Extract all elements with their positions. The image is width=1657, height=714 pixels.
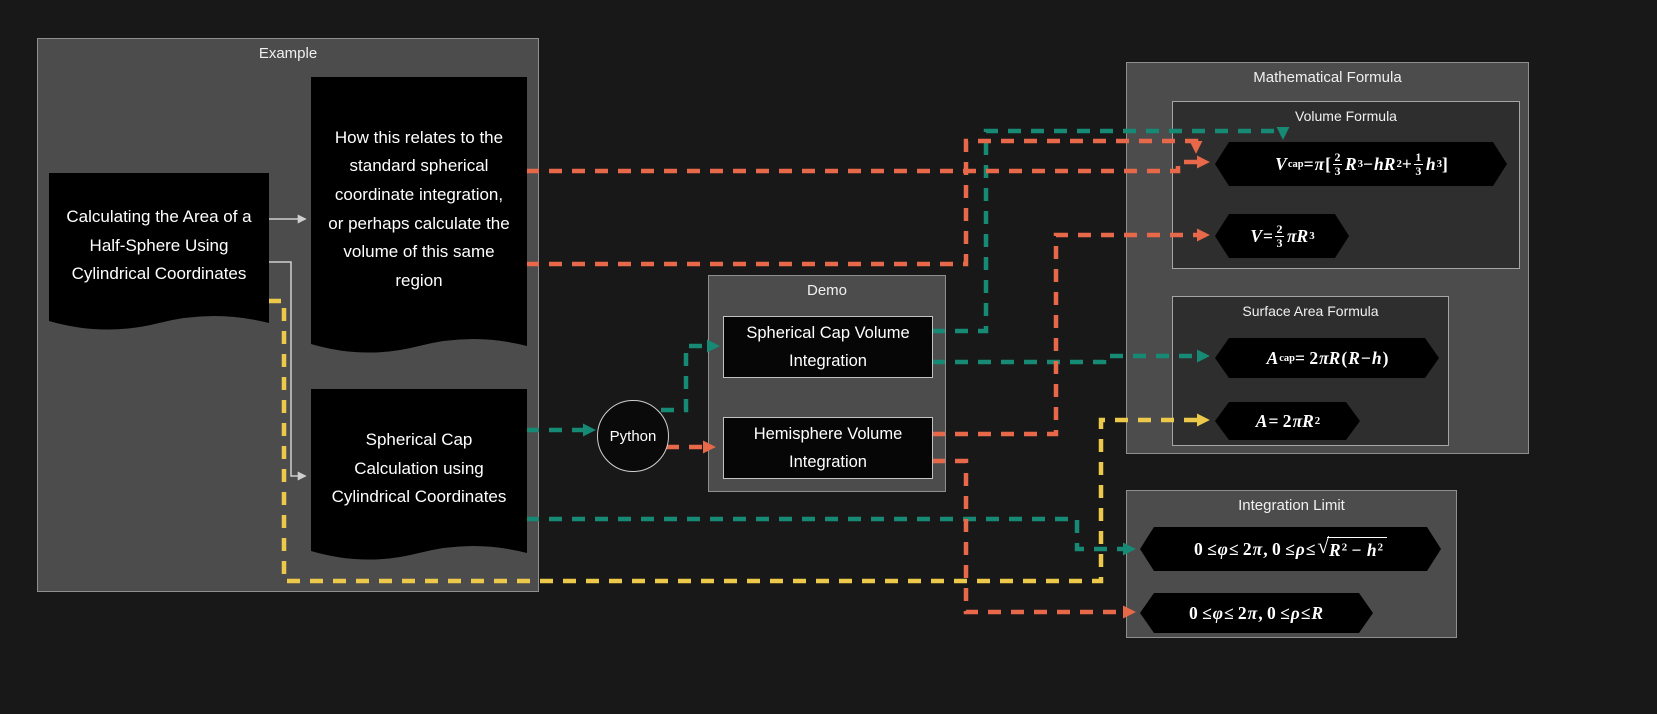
group-integration-limit-title: Integration Limit (1238, 497, 1345, 514)
node-demo-hemisphere: Hemisphere Volume Integration (723, 417, 933, 479)
panel-volume-formula-title: Volume Formula (1295, 108, 1397, 124)
panel-surface-area-formula-title: Surface Area Formula (1242, 303, 1379, 319)
node-python-label: Python (609, 427, 657, 445)
node-cap-calc-label: Spherical Cap Calculation using Cylindri… (331, 430, 507, 507)
node-relates-label: How this relates to the standard spheric… (328, 127, 510, 290)
group-demo: Demo Spherical Cap Volume Integration He… (708, 275, 946, 492)
group-mathematical-formula-title: Mathematical Formula (1253, 69, 1402, 86)
group-demo-title: Demo (806, 282, 847, 299)
node-half-sphere-label: Calculating the Area of a Half-Sphere Us… (66, 207, 252, 284)
node-demo-cap: Spherical Cap Volume Integration (723, 316, 933, 378)
node-half-sphere: Calculating the Area of a Half-Sphere Us… (49, 173, 269, 335)
edge-relates-to-volume-cap-formula (526, 155, 1210, 174)
group-example: Example Calculating the Area of a Half-S… (37, 38, 539, 592)
group-example-title: Example (258, 45, 318, 62)
node-cap-calc: Spherical Cap Calculation using Cylindri… (311, 389, 527, 565)
node-demo-hemisphere-label: Hemisphere Volume Integration (753, 424, 903, 471)
node-python: Python (597, 400, 669, 472)
edge-demo-hemisphere-to-limit-full (932, 458, 1136, 619)
node-relates: How this relates to the standard spheric… (311, 77, 527, 358)
edge-cap-calc-to-limit-cap (526, 516, 1136, 556)
node-demo-cap-label: Spherical Cap Volume Integration (746, 323, 910, 370)
edge-relates-to-volume-cap-formula-top (526, 138, 1203, 267)
